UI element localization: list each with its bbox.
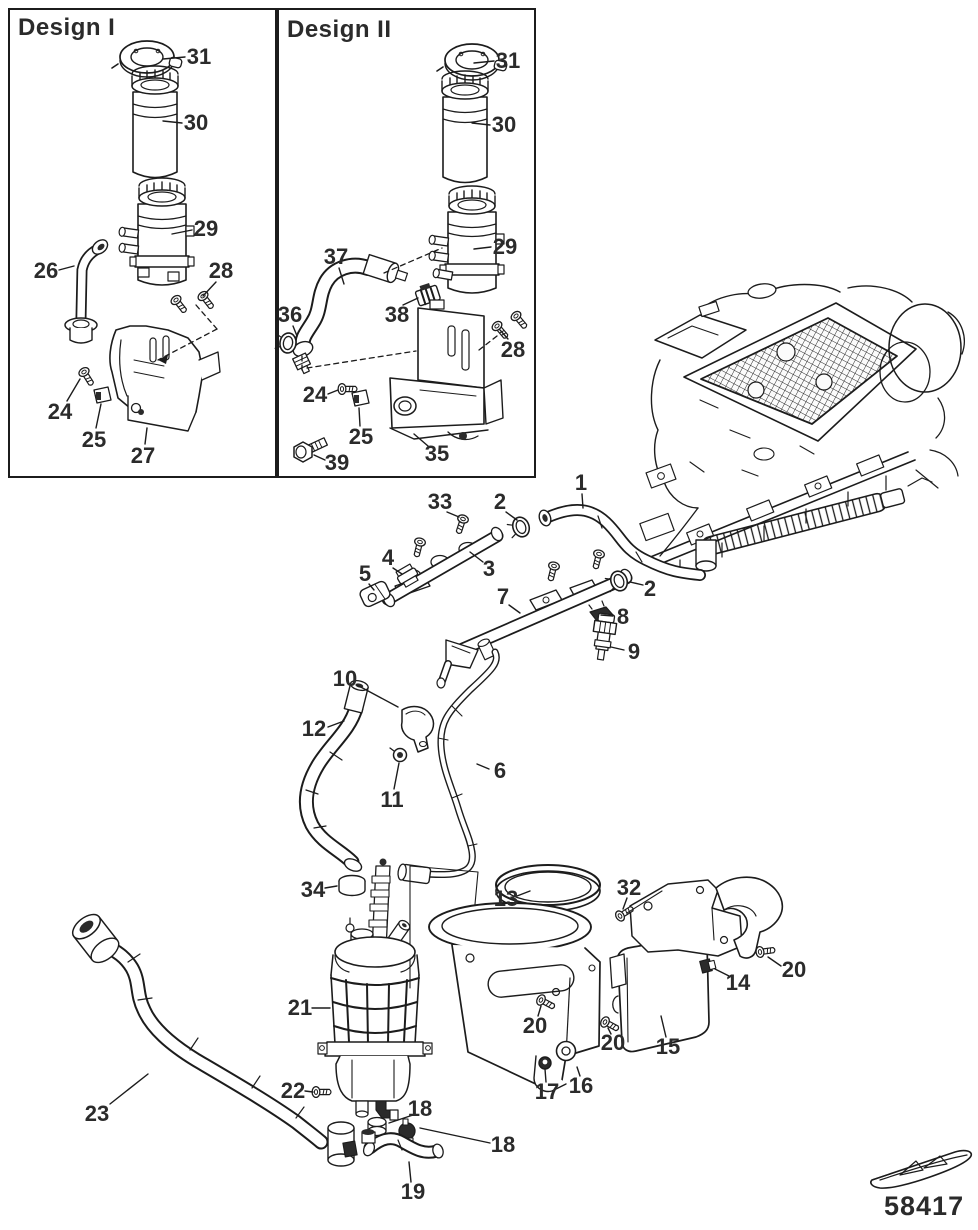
- callout-15: 15: [655, 1034, 681, 1059]
- fuel-hose-23: [71, 913, 358, 1167]
- mercury-boat-logo-icon: [870, 1149, 973, 1189]
- callout-1: 1: [574, 470, 588, 495]
- callout-28-design2: 28: [500, 337, 526, 362]
- callout-32: 32: [616, 875, 642, 900]
- design2-dashed-guides: [301, 247, 498, 372]
- fitting-5: [359, 580, 391, 608]
- callout-2-upper: 2: [493, 489, 507, 514]
- panel-title-design2: Design II: [287, 16, 392, 43]
- fuel-injector-9: [592, 612, 618, 661]
- callout-35: 35: [424, 441, 450, 466]
- callout-29-design2: 29: [492, 234, 518, 259]
- callout-3: 3: [482, 556, 496, 581]
- design2-fuel-cooler-29: [429, 186, 504, 293]
- upper-bracket-14-32: [629, 876, 784, 959]
- callout-30-design2: 30: [491, 112, 517, 137]
- callout-24-design2: 24: [302, 382, 328, 407]
- callout-25-design1: 25: [81, 427, 107, 452]
- callout-28-design1: 28: [208, 258, 234, 283]
- callout-8: 8: [616, 604, 630, 629]
- callout-38: 38: [384, 302, 410, 327]
- clip-14: [699, 958, 717, 974]
- callout-14: 14: [725, 970, 751, 995]
- callout-24-design1: 24: [47, 399, 73, 424]
- nut-17: [538, 1056, 552, 1070]
- screw-22: [311, 1085, 332, 1099]
- design2-connector-38: [414, 283, 441, 307]
- hose-23-t-fitting: [327, 1121, 358, 1167]
- engine-ribbed-hose: [700, 488, 906, 556]
- callout-18-lower: 18: [490, 1132, 516, 1157]
- callout-11: 11: [380, 787, 404, 812]
- callout-2-lower: 2: [643, 576, 657, 601]
- callout-16: 16: [568, 1073, 594, 1098]
- callout-21: 21: [287, 995, 313, 1020]
- callout-39: 39: [324, 450, 350, 475]
- nut-11: [389, 747, 408, 763]
- design2-hose-37: [292, 253, 409, 375]
- screw-32: [613, 890, 663, 924]
- panel-title-design1: Design I: [18, 14, 116, 41]
- callout-4: 4: [381, 545, 395, 570]
- leader-lines: [58, 56, 782, 1183]
- part-number: 58417: [884, 1191, 965, 1221]
- screw-33: [452, 512, 471, 536]
- design1-panel-box: [8, 8, 277, 478]
- callout-13: 13: [493, 886, 519, 911]
- callout-5: 5: [358, 561, 372, 586]
- design1-mount-bracket-27: [109, 325, 221, 432]
- callout-23: 23: [84, 1101, 110, 1126]
- callout-6: 6: [493, 758, 507, 783]
- fuel-pump-module-21: [317, 917, 433, 1121]
- callout-9: 9: [627, 639, 641, 664]
- ring-34: [338, 874, 366, 897]
- callout-19: 19: [400, 1179, 426, 1204]
- callout-18-upper: 18: [407, 1096, 433, 1121]
- callout-31-design2: 31: [495, 48, 521, 73]
- design1-outlet-hose-26: [64, 239, 109, 344]
- callout-22: 22: [280, 1078, 306, 1103]
- callout-36: 36: [277, 302, 303, 327]
- callout-29-design1: 29: [193, 216, 219, 241]
- callout-25-design2: 25: [348, 424, 374, 449]
- fuel-rail-7: [436, 548, 633, 689]
- cap-18: [367, 1116, 387, 1137]
- clamp-2-upper: [505, 514, 533, 542]
- vent-tube-6: [397, 648, 500, 885]
- callout-34: 34: [300, 877, 326, 902]
- callout-12: 12: [301, 716, 327, 741]
- engine-assembly-illustration: [639, 283, 965, 575]
- fuel-hose-19: [361, 1129, 444, 1159]
- callout-33: 33: [427, 489, 453, 514]
- hose-clamp-10: [400, 705, 435, 753]
- callout-31-design1: 31: [186, 44, 212, 69]
- fuel-hose-12: [298, 680, 369, 872]
- callout-17: 17: [534, 1079, 560, 1104]
- design1-fuel-cooler-29: [119, 178, 194, 285]
- callout-30-design1: 30: [183, 110, 209, 135]
- pump-bracket-16: [428, 902, 601, 1093]
- callout-7: 7: [496, 584, 510, 609]
- design2-fitting-39: [293, 437, 328, 463]
- callout-20-right: 20: [781, 957, 807, 982]
- callout-20-left: 20: [522, 1013, 548, 1038]
- cover-plate-15: [609, 934, 710, 1053]
- callout-10: 10: [332, 666, 358, 691]
- fuel-hose-1: [538, 504, 706, 581]
- callout-37: 37: [323, 244, 349, 269]
- callout-20-mid: 20: [600, 1030, 626, 1055]
- design1-dashed-guides: [157, 304, 218, 361]
- fitting-4: [395, 563, 419, 588]
- design2-panel-box: [277, 8, 536, 478]
- callout-27: 27: [130, 443, 156, 468]
- callout-26: 26: [33, 258, 59, 283]
- design2-mount-bracket-35: [389, 299, 504, 441]
